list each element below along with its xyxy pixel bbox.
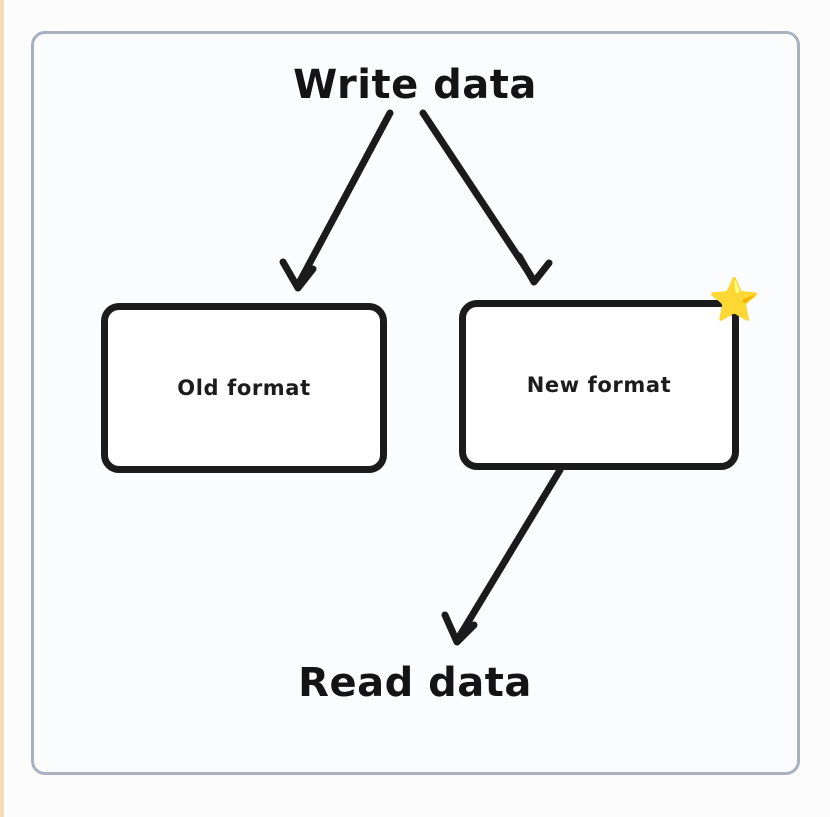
node-old-format[interactable]: Old format	[101, 303, 387, 473]
edge-stripe	[0, 0, 4, 817]
node-new-format[interactable]: New format	[459, 300, 739, 470]
page-title-write-data: Write data	[293, 62, 537, 108]
page-title-read-data: Read data	[298, 660, 532, 706]
star-icon: ⭐	[708, 275, 761, 324]
node-old-format-label: Old format	[177, 376, 311, 400]
node-new-format-label: New format	[526, 373, 672, 397]
